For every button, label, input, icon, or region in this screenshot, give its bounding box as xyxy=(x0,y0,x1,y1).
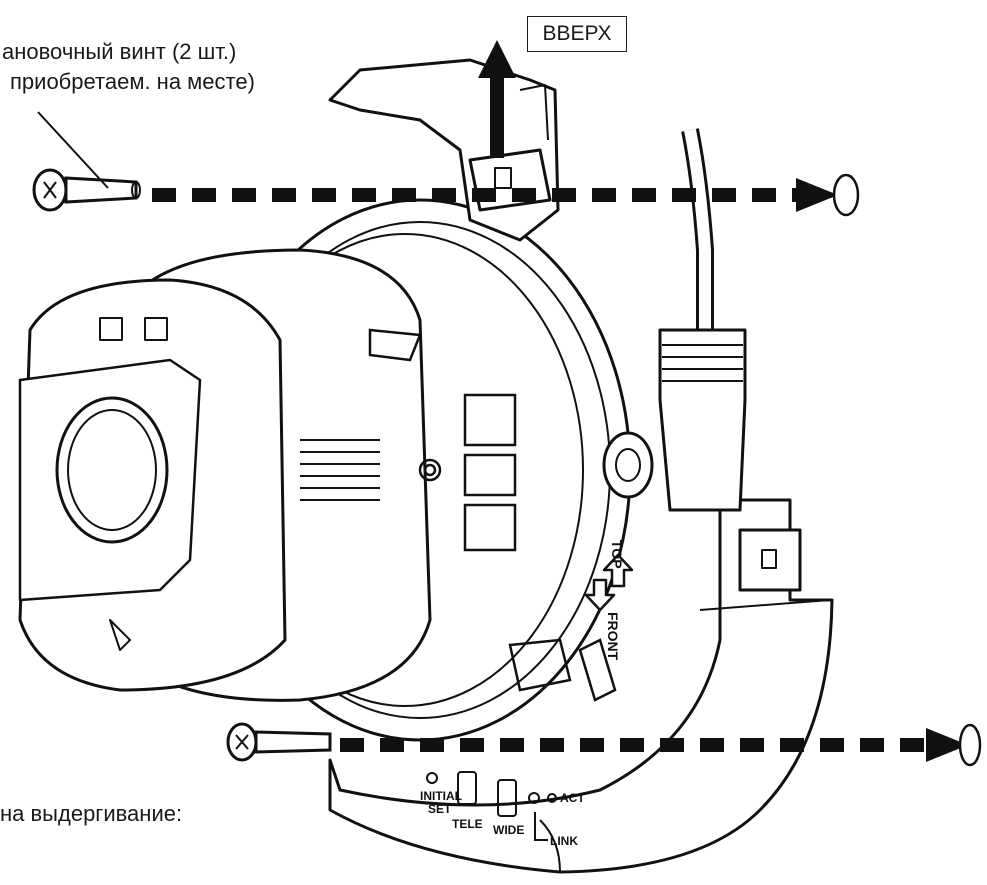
control-panel xyxy=(426,771,557,841)
cable-connector xyxy=(602,128,802,592)
orientation-arrows xyxy=(584,553,634,612)
top-arrow-icon xyxy=(602,553,634,588)
pull-strength-label: на выдергивание: xyxy=(0,801,183,826)
act-label: ACT xyxy=(560,791,585,805)
arrowhead-icon xyxy=(796,178,838,212)
screw-label-line-2: приобретаем. на месте) xyxy=(10,69,255,94)
mounting-base xyxy=(328,498,834,874)
front-arrow-icon xyxy=(584,578,616,612)
bottom-dashed-arrow xyxy=(340,723,982,767)
up-arrow xyxy=(478,40,516,158)
top-marking: TOP xyxy=(609,540,625,569)
lens-housing xyxy=(18,278,287,692)
screw-hole-icon xyxy=(958,723,982,767)
front-marking: FRONT xyxy=(605,612,621,661)
screw-label-line-1: ановочный винт (2 шт.) xyxy=(2,39,237,64)
leader-line xyxy=(37,111,109,189)
up-label-box: ВВЕРХ xyxy=(527,16,627,52)
screw-hole-icon xyxy=(832,173,860,217)
housing-details xyxy=(368,328,617,702)
wide-label: WIDE xyxy=(493,823,524,837)
top-screw xyxy=(32,168,141,212)
mounting-screw-label: ановочный винт (2 шт.) приобретаем. на м… xyxy=(0,38,255,98)
initial-label-1: INITIAL xyxy=(420,789,462,803)
link-label: LINK xyxy=(550,834,578,848)
top-dashed-arrow xyxy=(152,173,860,217)
up-arrowhead-icon xyxy=(478,40,516,78)
bottom-screw xyxy=(226,722,332,762)
initial-label-2: SET xyxy=(428,802,452,816)
tele-label: TELE xyxy=(452,817,483,831)
arrowhead-icon xyxy=(926,728,968,762)
